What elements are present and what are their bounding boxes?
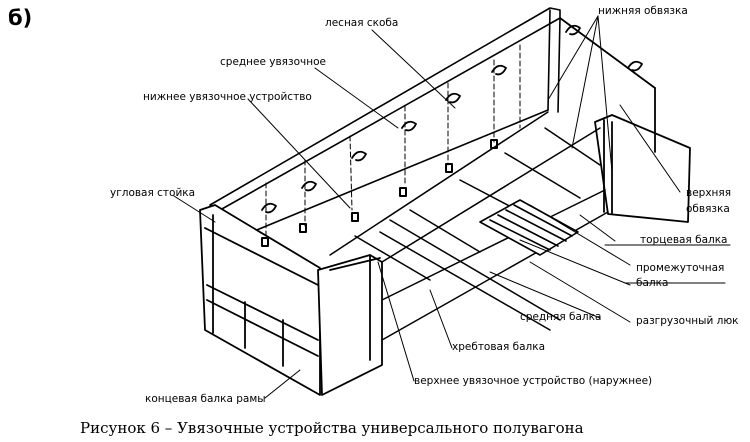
- tie-down-hooks: [261, 24, 643, 214]
- label-lesnaya-skoba: лесная скоба: [325, 17, 399, 29]
- front-corner-post: [317, 254, 383, 396]
- leader-lines: [173, 15, 731, 399]
- label-nizhnyaya-obvyazka: нижняя обвязка: [598, 5, 688, 17]
- figure-caption: Рисунок 6 – Увязочные устройства универс…: [80, 419, 584, 437]
- back-wall-stakes: [265, 44, 521, 241]
- label-nizhnee-uvyazochnoe: нижнее увязочное устройство: [143, 91, 312, 103]
- unloading-hatch: [479, 199, 579, 256]
- label-uglovaya-stoyka: угловая стойка: [110, 187, 196, 199]
- label-kontsevaya-balka: концевая балка рамы: [145, 393, 266, 405]
- front-end-wall: [199, 204, 321, 396]
- label-verkhnyaya-1: верхняя: [686, 187, 732, 199]
- label-tortsevaya-balka: торцевая балка: [640, 234, 728, 246]
- label-khrebtovaya-balka: хребтовая балка: [452, 341, 546, 353]
- panel-letter: б): [8, 6, 33, 30]
- label-srednyaya-balka: средняя балка: [520, 311, 602, 323]
- label-verkhnyaya-2: обвязка: [686, 203, 730, 215]
- lower-hooks: [261, 139, 498, 247]
- label-razgruzochny-lyuk: разгрузочный люк: [636, 315, 739, 327]
- label-verkhnee-uvyazochnoe: верхнее увязочное устройство (наружнее): [414, 375, 653, 387]
- rear-end-wall: [559, 17, 691, 223]
- label-promezhutochnaya-1: промежуточная: [636, 262, 725, 274]
- label-promezhutochnaya-2: балка: [636, 277, 669, 289]
- label-srednee-uvyazochnoe: среднее увязочное: [220, 56, 326, 68]
